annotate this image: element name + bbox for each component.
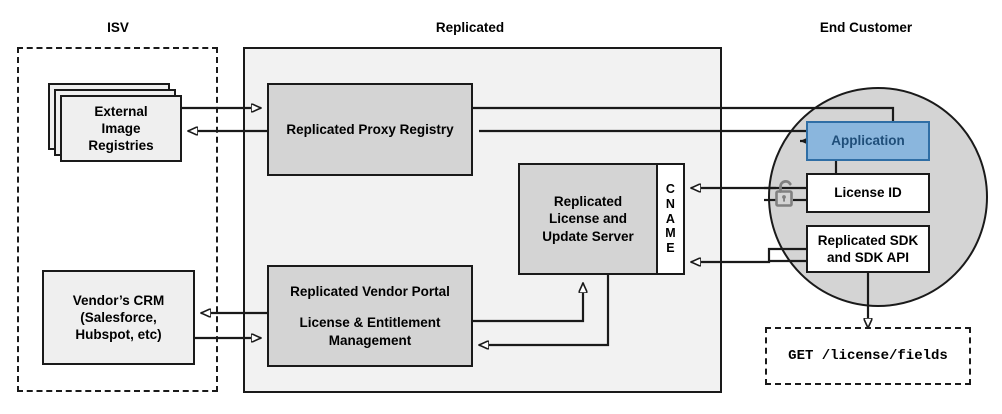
cname-letter-a: A [665, 211, 676, 226]
zone-title-isv: ISV [107, 20, 129, 35]
zone-title-replicated: Replicated [435, 20, 505, 35]
cname-letter-e: E [666, 241, 675, 256]
external-image-registries[interactable]: External Image Registries [60, 95, 182, 162]
api-call-box[interactable]: GET /license/fields [765, 327, 971, 385]
vendors-crm[interactable]: Vendor’s CRM (Salesforce, Hubspot, etc) [42, 270, 195, 365]
unlock-icon [775, 179, 793, 207]
license-id-box[interactable]: License ID [806, 173, 930, 213]
cname-box[interactable]: C N A M E [656, 163, 685, 275]
zone-title-end-customer: End Customer [819, 20, 913, 35]
replicated-vendor-portal-subtitle: License & Entitlement Management [299, 315, 441, 348]
replicated-vendor-portal[interactable]: Replicated Vendor Portal License & Entit… [267, 265, 473, 367]
replicated-sdk-box[interactable]: Replicated SDK and SDK API [806, 225, 930, 273]
zone-isv [17, 47, 218, 392]
replicated-vendor-portal-title: Replicated Vendor Portal [290, 284, 450, 300]
cname-letter-c: C [665, 182, 676, 197]
cname-letter-n: N [665, 196, 676, 211]
application-box[interactable]: Application [806, 121, 930, 161]
replicated-proxy-registry[interactable]: Replicated Proxy Registry [267, 83, 473, 176]
cname-letter-m: M [665, 226, 676, 241]
replicated-license-update-server[interactable]: Replicated License and Update Server [518, 163, 658, 275]
